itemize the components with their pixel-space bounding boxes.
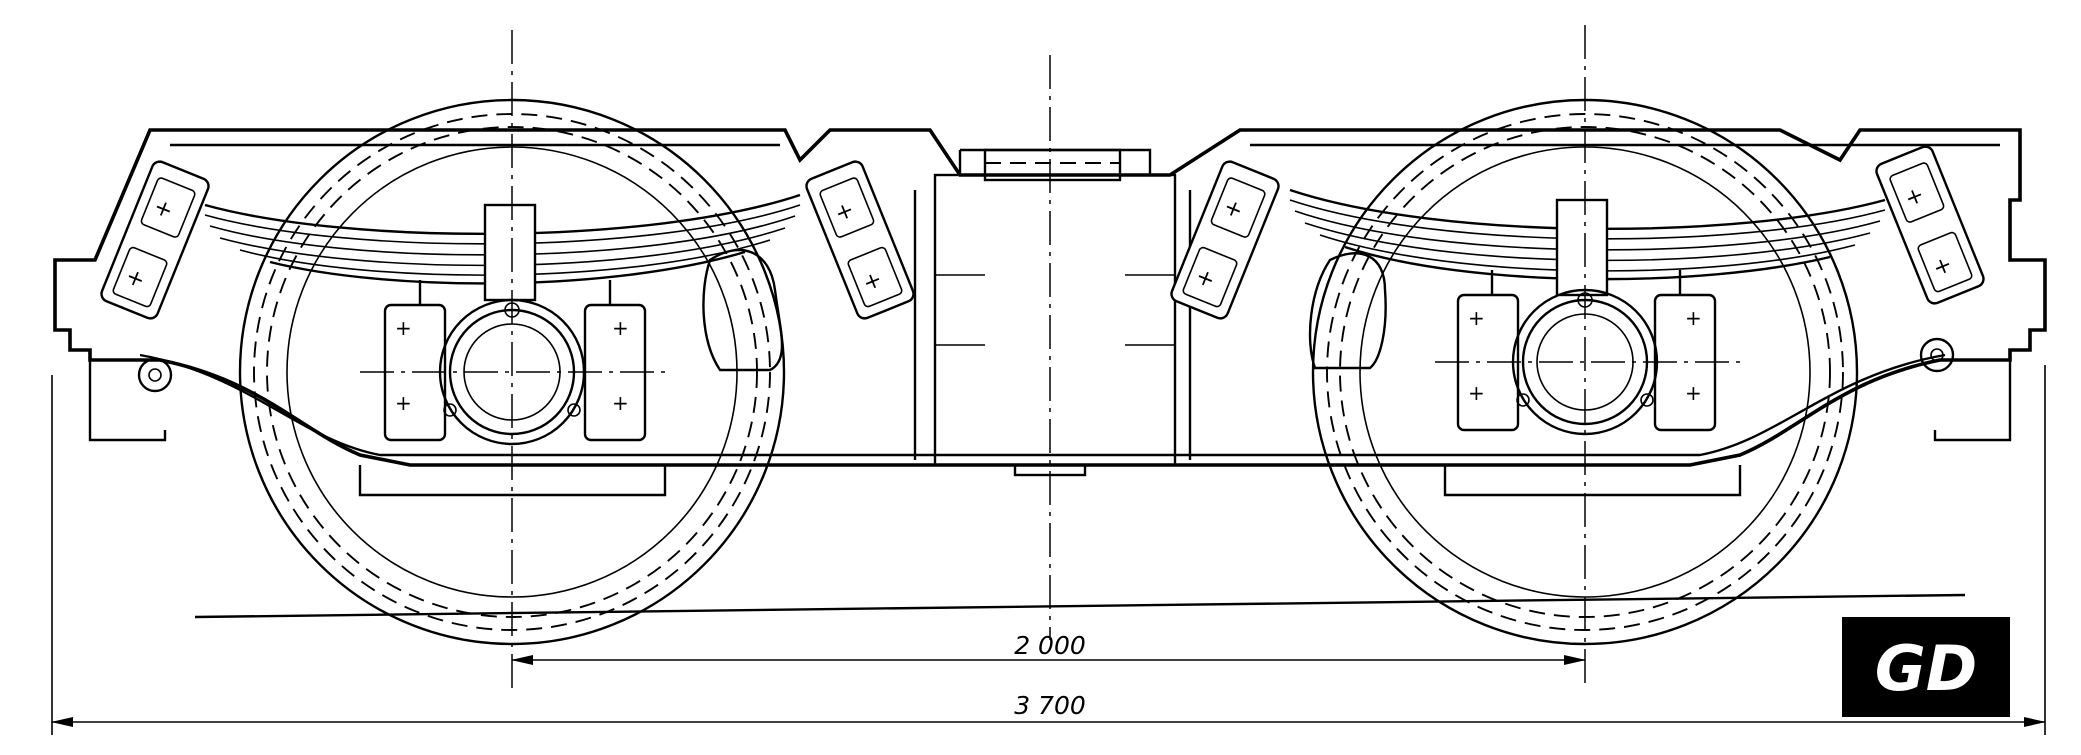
bogie-frame bbox=[53, 128, 2047, 497]
right-bump-stop bbox=[1308, 252, 1387, 370]
spring-hangers: + + + + + + + + bbox=[100, 145, 1985, 320]
overall-length-dimension: 3 700 bbox=[51, 365, 2046, 735]
rail-line bbox=[194, 593, 1966, 619]
right-leaf-spring bbox=[1289, 188, 1886, 297]
logo-background bbox=[1842, 617, 2010, 717]
center-lines bbox=[360, 25, 1740, 690]
wheelbase-dimension: 2 000 bbox=[511, 631, 1586, 665]
svg-text:+: + bbox=[395, 391, 412, 415]
right-spring-buckle bbox=[1555, 198, 1609, 297]
left-spring-buckle bbox=[483, 203, 537, 302]
svg-text:+: + bbox=[1468, 381, 1485, 405]
svg-text:+: + bbox=[1468, 306, 1485, 330]
svg-text:+: + bbox=[1685, 381, 1702, 405]
left-leaf-spring bbox=[204, 193, 801, 302]
center-bolster bbox=[933, 173, 1177, 467]
wheelbase-label: 2 000 bbox=[1014, 631, 1086, 660]
svg-text:+: + bbox=[612, 391, 629, 415]
overall-length-label: 3 700 bbox=[1014, 691, 1086, 720]
svg-text:+: + bbox=[1685, 306, 1702, 330]
left-axlebox: + + + + bbox=[383, 280, 647, 446]
svg-text:+: + bbox=[612, 316, 629, 340]
gd-logo: GD bbox=[1842, 617, 2010, 717]
svg-text:+: + bbox=[395, 316, 412, 340]
left-bump-stop bbox=[702, 248, 784, 372]
logo-text: GD bbox=[1875, 632, 1977, 705]
